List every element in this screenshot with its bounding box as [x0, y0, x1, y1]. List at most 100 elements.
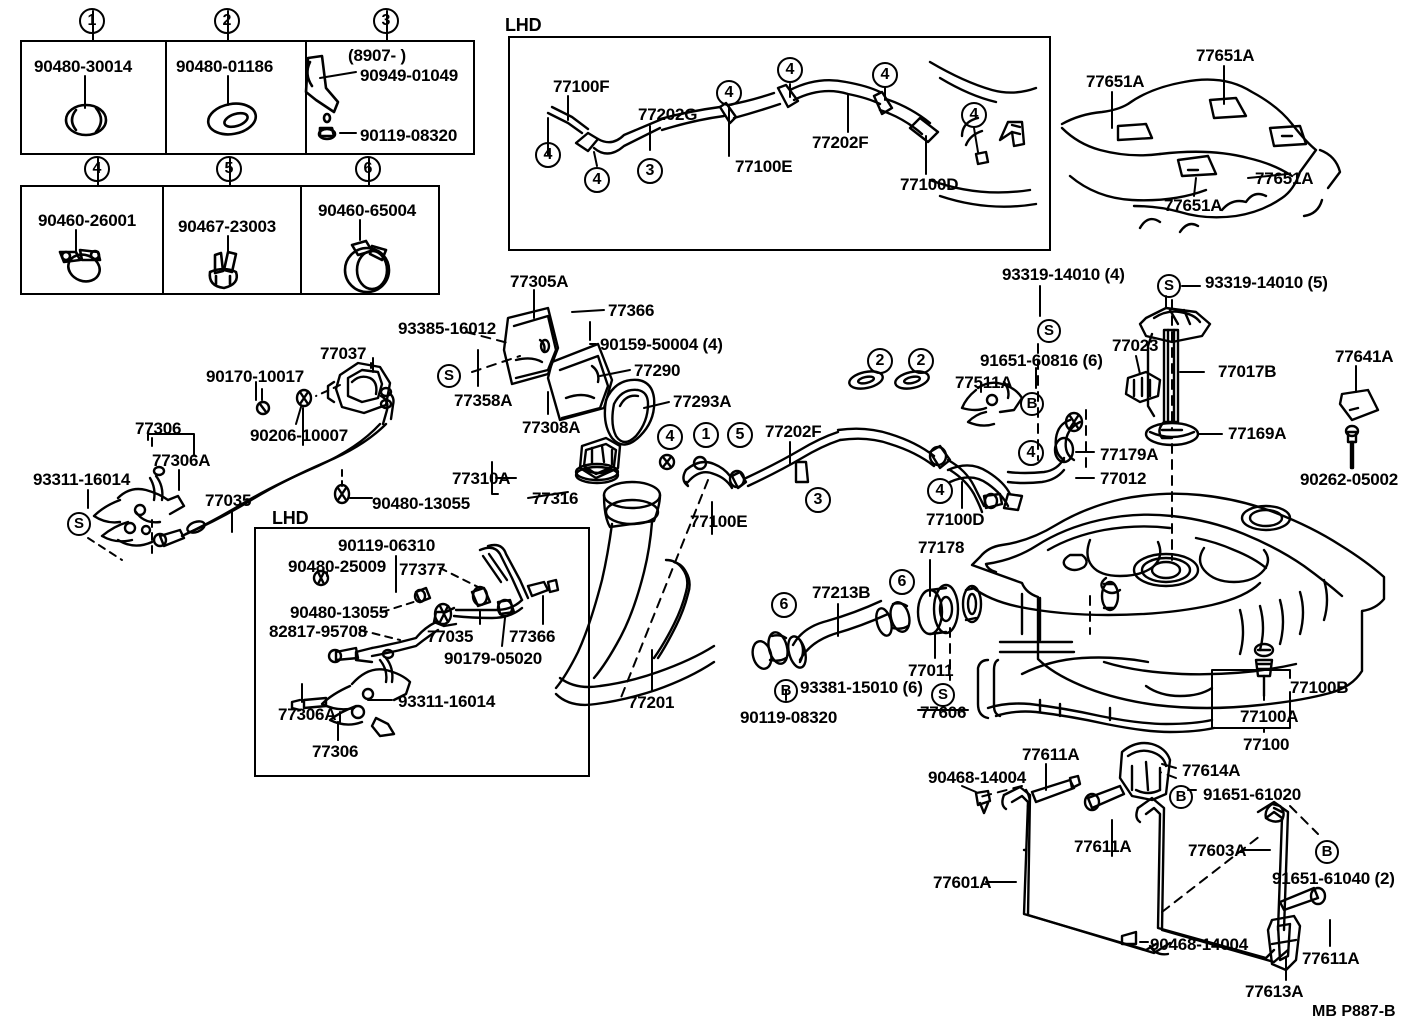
- lhd-upper-title: LHD: [505, 15, 542, 35]
- label-90179-05020: 90179-05020: [444, 649, 543, 668]
- label-77100: 77100: [1243, 735, 1290, 754]
- label-77377: 77377: [399, 560, 446, 579]
- lhd-lower-inset: [254, 527, 590, 777]
- pipe-77202F: [658, 370, 1004, 514]
- callout-4-f: 4: [961, 102, 987, 128]
- label-77202F: 77202F: [765, 422, 822, 441]
- callout-6-main-a: 6: [771, 592, 797, 618]
- label-91651-60816: 91651-60816 (6): [980, 351, 1103, 370]
- lhd-lower-title: LHD: [272, 508, 309, 528]
- legend-shape-5: [208, 250, 239, 290]
- lhd-upper-inset: [508, 36, 1051, 251]
- filler-neck-77201: [554, 480, 716, 707]
- tank-strap-77601A: [1001, 785, 1172, 956]
- clip-90480-13055-shape: [333, 483, 351, 505]
- marker-s-93319-5: S: [1157, 274, 1181, 298]
- label-77306: 77306: [135, 419, 182, 438]
- marker-s-93311: S: [67, 512, 91, 536]
- legend-part-3-main: 90949-01049: [360, 66, 459, 85]
- label-93311-16014-inset: 93311-16014: [398, 692, 496, 711]
- label-77601A: 77601A: [933, 873, 992, 892]
- label-90159-50004: 90159-50004 (4): [600, 335, 723, 354]
- label-82817-95708: 82817-95708: [269, 622, 368, 641]
- label-77308A: 77308A: [522, 418, 581, 437]
- hose-77100D-main: [946, 464, 1024, 512]
- left-leaders: [87, 362, 373, 561]
- label-90480-13055: 90480-13055: [372, 494, 471, 513]
- callout-4-main-a: 4: [657, 424, 683, 450]
- label-77100D: 77100D: [926, 510, 985, 529]
- label-77017B: 77017B: [1218, 362, 1277, 381]
- label-93311-16014: 93311-16014: [33, 470, 131, 489]
- label-77606: 77606: [920, 703, 967, 722]
- callout-2-b: 2: [908, 348, 934, 374]
- bracket-77511A: [960, 380, 1024, 427]
- label-90262-05002: 90262-05002: [1300, 470, 1399, 489]
- callout-3-inset: 3: [637, 158, 663, 184]
- marker-s-93319-4: S: [1037, 319, 1061, 343]
- label-90480-25009: 90480-25009: [288, 557, 387, 576]
- label-90468-14004-1: 90468-14004: [928, 768, 1027, 787]
- label-77100F: 77100F: [553, 77, 610, 96]
- label-77603A: 77603A: [1188, 841, 1247, 860]
- heat-shield: [1060, 78, 1342, 234]
- label-77305A: 77305A: [510, 272, 569, 291]
- label-77613A: 77613A: [1245, 982, 1304, 1001]
- legend-shape-6: [343, 239, 391, 294]
- legend-part-3-sub: 90119-08320: [360, 126, 458, 145]
- legend-shape-1: [64, 103, 108, 137]
- label-77611A-3: 77611A: [1302, 949, 1360, 968]
- label-77366-inset: 77366: [509, 627, 556, 646]
- strap-bracket-77614A: [1118, 741, 1172, 802]
- callout-4-b: 4: [584, 167, 610, 193]
- label-77306A: 77306A: [152, 451, 211, 470]
- part-77641A: [1338, 388, 1380, 422]
- label-77641A: 77641A: [1335, 347, 1394, 366]
- leader-90949: [319, 71, 357, 79]
- strap-bracket-77613A: [1266, 914, 1302, 972]
- label-77100E-inset: 77100E: [735, 157, 793, 176]
- label-77358A: 77358A: [454, 391, 513, 410]
- lhd-upper-pipes: [546, 60, 1038, 208]
- label-77306A-inset: 77306A: [278, 705, 337, 724]
- label-77011: 77011: [908, 661, 954, 680]
- label-91651-61020: 91651-61020: [1203, 785, 1302, 804]
- label-77201: 77201: [628, 693, 675, 712]
- legend-part-2: 90480-01186: [176, 57, 274, 76]
- filler-housing-77290: [546, 342, 614, 422]
- legend-cell-1: [22, 42, 167, 153]
- label-77290: 77290: [634, 361, 681, 380]
- label-77012: 77012: [1100, 469, 1147, 488]
- label-77651A-1: 77651A: [1086, 72, 1145, 91]
- label-77306-inset: 77306: [312, 742, 359, 761]
- label-93319-14010-5: 93319-14010 (5): [1205, 273, 1328, 292]
- legend-part-4: 90460-26001: [38, 211, 137, 230]
- pipe-77012-77179A: [1006, 411, 1084, 485]
- label-77293A: 77293A: [673, 392, 732, 411]
- label-77310A: 77310A: [452, 469, 511, 488]
- fuel-lid-assembly: [152, 361, 395, 548]
- door-lock-release-lever: [92, 465, 186, 547]
- diagram-code: MB P887-B: [1312, 1003, 1396, 1020]
- label-77316: 77316: [532, 489, 579, 508]
- marker-b-91651-61040: B: [1315, 840, 1339, 864]
- label-77611A-2: 77611A: [1074, 837, 1132, 856]
- label-77178: 77178: [918, 538, 965, 557]
- label-90206-10007: 90206-10007: [250, 426, 349, 445]
- marker-s-93385: S: [437, 364, 461, 388]
- label-77213B: 77213B: [812, 583, 871, 602]
- label-77100A: 77100A: [1240, 707, 1299, 726]
- label-77651A-2: 77651A: [1196, 46, 1255, 65]
- label-90170-10017: 90170-10017: [206, 367, 305, 386]
- heat-shield-leaders: [1111, 65, 1289, 197]
- sender-77017B: [1138, 306, 1212, 447]
- label-77100E: 77100E: [690, 512, 748, 531]
- callout-6-main-b: 6: [889, 569, 915, 595]
- main-leaders: [255, 285, 1357, 981]
- callout-4-main-b: 4: [927, 478, 953, 504]
- legend-cell-4: [22, 187, 164, 293]
- callout-4-d: 4: [777, 57, 803, 83]
- label-77100D-inset: 77100D: [900, 175, 959, 194]
- label-77611A-1: 77611A: [1022, 745, 1080, 764]
